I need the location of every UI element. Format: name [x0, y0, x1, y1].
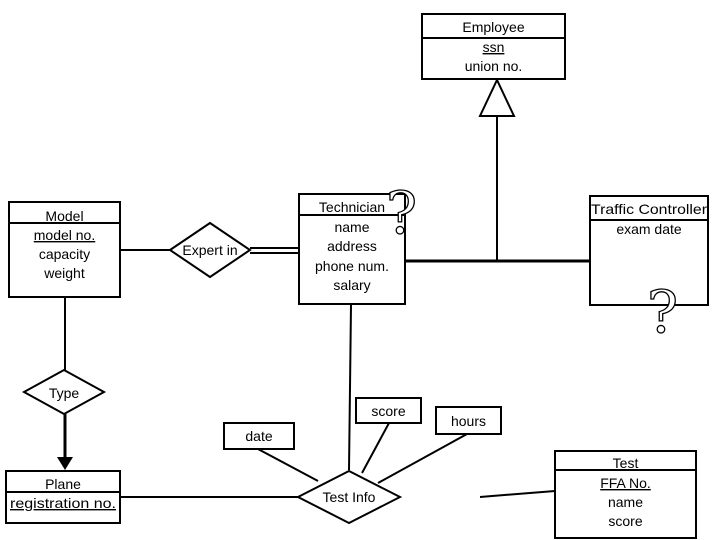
test-attr-name: name: [608, 494, 643, 510]
test-info-label: Test Info: [323, 489, 376, 505]
plane-title: Plane: [45, 476, 81, 492]
traffic-controller-attr-exam-date: exam date: [616, 221, 682, 237]
isa-triangle: [478, 77, 516, 117]
hours-label: hours: [451, 413, 486, 429]
score-test-info-line: [361, 422, 390, 474]
model-attr-capacity: capacity: [39, 246, 90, 262]
entity-technician: Technician name address phone num. salar…: [298, 193, 406, 305]
technician-attr-salary: salary: [333, 277, 370, 293]
entity-plane: Plane registration no.: [5, 470, 121, 524]
technician-attr-address: address: [327, 238, 377, 254]
test-attr-score: score: [608, 513, 642, 529]
employee-title: Employee: [462, 19, 524, 35]
traffic-controller-title: Traffic Controller: [591, 201, 707, 217]
technician-title: Technician: [319, 199, 385, 215]
entity-model: Model model no. capacity weight: [8, 201, 121, 298]
attribute-date: date: [223, 422, 295, 450]
type-label: Type: [49, 385, 80, 401]
date-test-info-line: [257, 448, 319, 482]
model-attr-weight: weight: [43, 265, 85, 281]
test-key: FFA No.: [600, 475, 651, 491]
type-plane-arrowhead: [57, 457, 73, 470]
technician-attr-phone: phone num.: [315, 258, 389, 274]
connectors: [57, 116, 590, 498]
hours-test-info-line: [377, 433, 468, 484]
entity-traffic-controller: Traffic Controller exam date: [589, 195, 709, 306]
attribute-hours: hours: [435, 406, 502, 435]
score-label: score: [371, 403, 405, 419]
relationship-expert-in: Expert in: [168, 221, 252, 279]
model-title: Model: [45, 208, 83, 224]
employee-key: ssn: [483, 39, 505, 55]
entity-test: Test FFA No. name score: [554, 450, 697, 539]
employee-attr-union-no: union no.: [465, 58, 523, 74]
test-title: Test: [613, 455, 639, 471]
relationship-test-info: Test Info: [295, 469, 403, 525]
question-mark-technician: ?: [386, 179, 417, 247]
expert-in-label: Expert in: [182, 242, 237, 258]
question-mark-traffic-controller: ?: [647, 278, 678, 346]
model-key: model no.: [34, 227, 95, 243]
technician-attr-name: name: [334, 219, 369, 235]
date-label: date: [245, 428, 272, 444]
relationship-type: Type: [21, 368, 107, 416]
plane-key: registration no.: [10, 495, 116, 511]
test-info-test-line: [479, 490, 556, 498]
technician-test-info-line: [348, 304, 352, 471]
attribute-score: score: [355, 397, 422, 424]
entity-employee: Employee ssn union no.: [421, 13, 566, 80]
